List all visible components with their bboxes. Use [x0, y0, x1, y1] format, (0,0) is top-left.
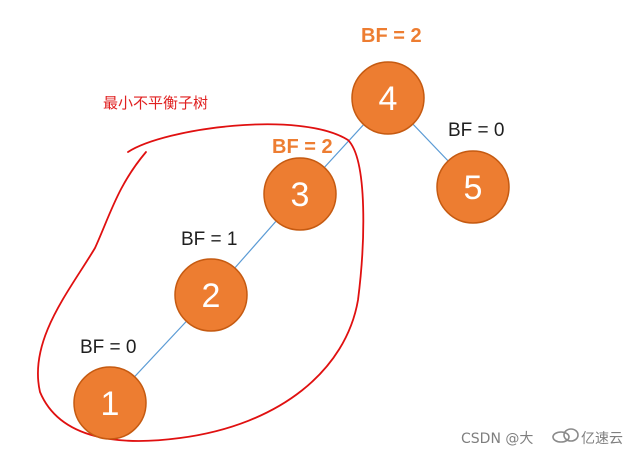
node-5-label: 5	[464, 169, 483, 207]
node-4: 4	[351, 61, 425, 135]
watermark: CSDN @大 亿速云	[461, 428, 623, 447]
node-2-label: 2	[202, 277, 221, 315]
node-5: 5	[436, 150, 510, 224]
node-2-circle	[174, 258, 248, 332]
node-1-circle	[73, 366, 147, 440]
node-4-label: 4	[379, 80, 398, 118]
node-5-bf-label: BF = 0	[448, 120, 505, 141]
node-1-bf-label: BF = 0	[80, 337, 137, 358]
node-1-label: 1	[101, 385, 120, 423]
node-2-bf-label: BF = 1	[181, 229, 238, 250]
node-3-label: 3	[291, 176, 310, 214]
cloud-logo-icon	[552, 428, 579, 443]
node-4-bf-label: BF = 2	[361, 25, 422, 47]
watermark-csdn-text: CSDN @大	[461, 431, 533, 447]
node-1: 1	[73, 366, 147, 440]
node-2: 2	[174, 258, 248, 332]
node-3-bf-label: BF = 2	[272, 136, 333, 158]
node-3: 3	[263, 157, 337, 231]
node-3-circle	[263, 157, 337, 231]
node-5-circle	[436, 150, 510, 224]
unbalanced-subtree-outline	[37, 123, 365, 442]
watermark-brand-text: 亿速云	[581, 431, 623, 447]
minimal-unbalanced-subtree-label: 最小不平衡子树	[103, 94, 208, 112]
node-4-circle	[351, 61, 425, 135]
